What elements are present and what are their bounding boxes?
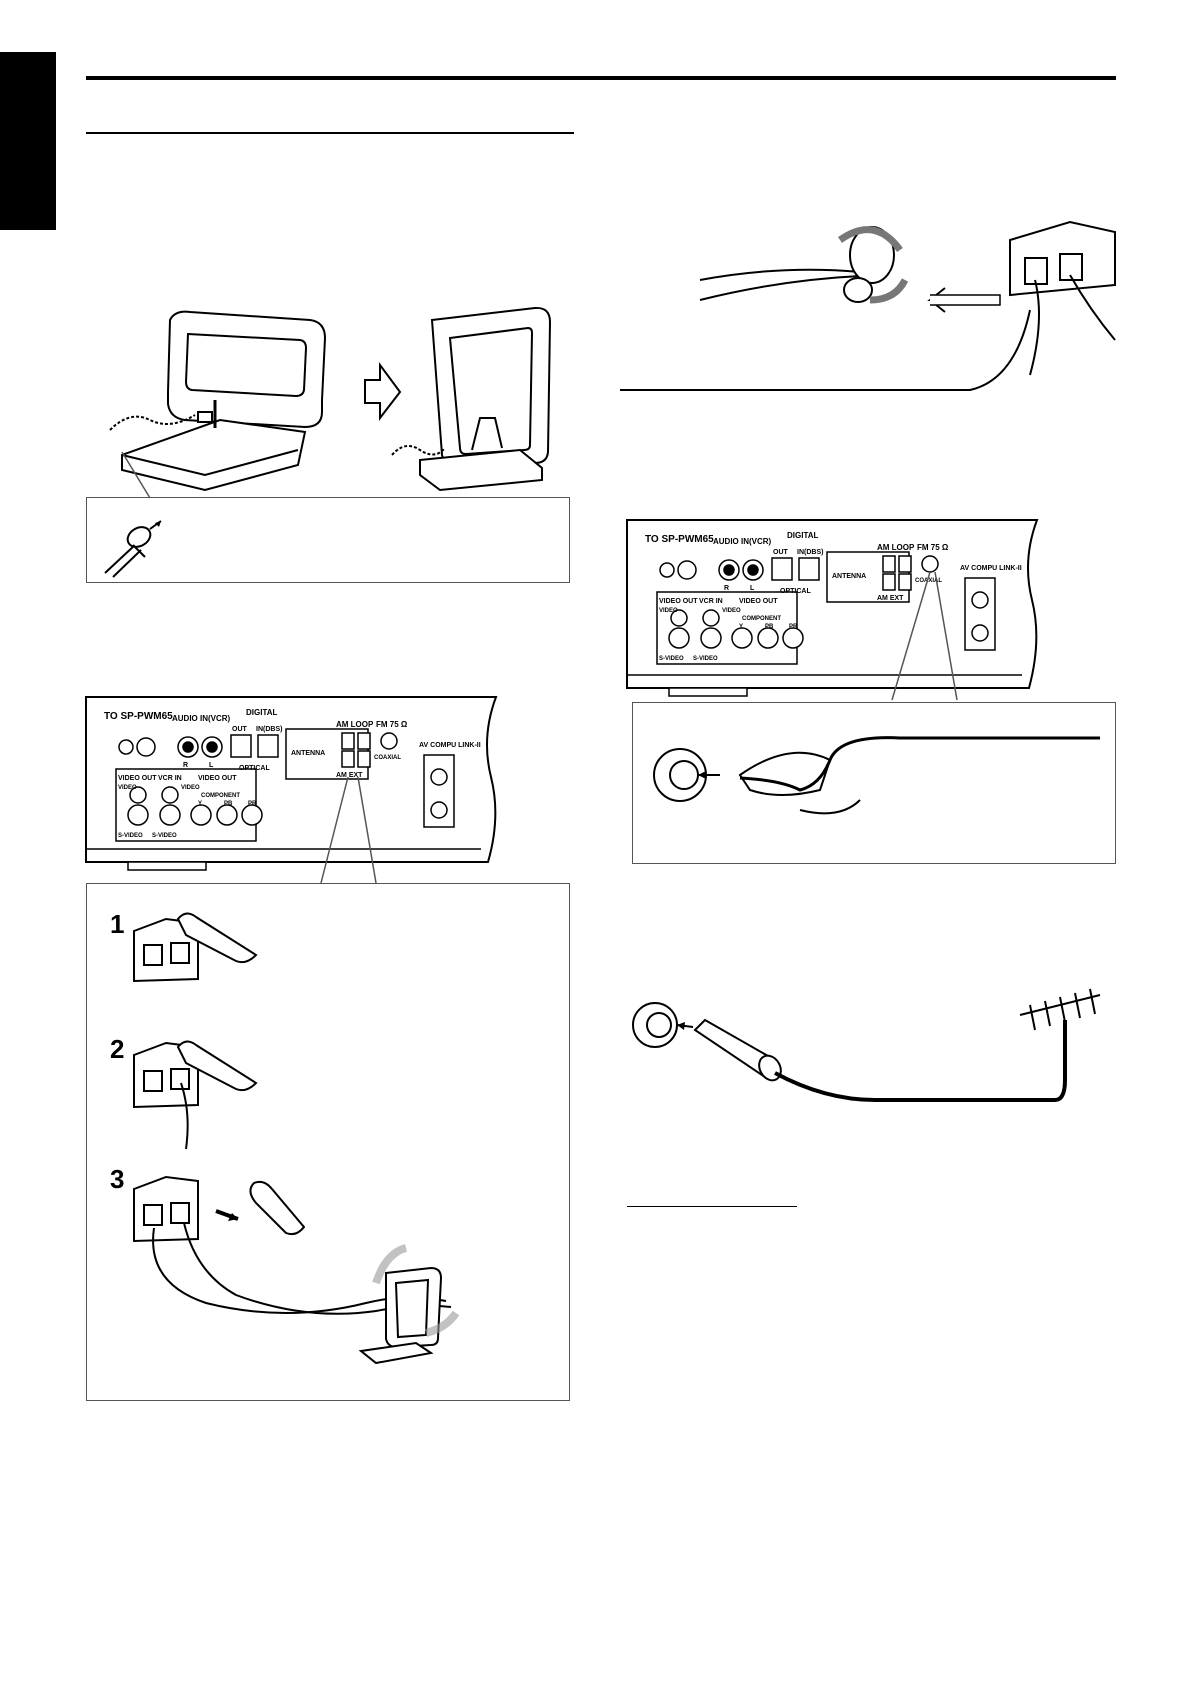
label-y: Y bbox=[198, 801, 202, 807]
label-coaxial: COAXIAL bbox=[374, 755, 401, 761]
label-video: VIDEO bbox=[118, 785, 137, 791]
label-video-out: VIDEO OUT bbox=[118, 775, 157, 782]
label-to-sp-r: TO SP-PWM65 bbox=[645, 534, 714, 545]
label-av-compu-r: AV COMPU LINK-II bbox=[960, 565, 1022, 572]
label-l: L bbox=[209, 762, 214, 769]
label-to-sp: TO SP-PWM65 bbox=[104, 711, 173, 722]
label-audio-in-r: AUDIO IN(VCR) bbox=[713, 537, 772, 546]
label-am-ext: AM EXT bbox=[336, 772, 363, 779]
label-l-r: L bbox=[750, 585, 755, 592]
label-optical: OPTICAL bbox=[239, 765, 270, 772]
step-1-number: 1 bbox=[110, 909, 124, 939]
label-digital: DIGITAL bbox=[246, 708, 278, 717]
label-coaxial-r: COAXIAL bbox=[915, 578, 942, 584]
label-video-out-2-r: VIDEO OUT bbox=[739, 598, 778, 605]
notes-rule bbox=[627, 1206, 797, 1207]
outdoor-antenna-illustration bbox=[632, 988, 1101, 1102]
label-r: R bbox=[183, 762, 188, 769]
label-s-video-2: S-VIDEO bbox=[152, 833, 177, 839]
label-in-dbs: IN(DBS) bbox=[256, 726, 282, 733]
section-rule bbox=[86, 132, 574, 134]
fm-plug-inset-box bbox=[632, 702, 1116, 864]
label-av-compu: AV COMPU LINK-II bbox=[419, 742, 481, 749]
connector-plug-illustration bbox=[104, 520, 162, 578]
label-am-loop-r: AM LOOP bbox=[877, 543, 915, 552]
label-digital-r: DIGITAL bbox=[787, 531, 819, 540]
label-r-r: R bbox=[724, 585, 729, 592]
label-antenna-r: ANTENNA bbox=[832, 573, 866, 580]
label-video-out-r: VIDEO OUT bbox=[659, 598, 698, 605]
label-out: OUT bbox=[232, 726, 248, 733]
label-out-r: OUT bbox=[773, 549, 789, 556]
label-optical-r: OPTICAL bbox=[780, 588, 811, 595]
label-am-loop: AM LOOP bbox=[336, 720, 374, 729]
label-s-video: S-VIDEO bbox=[118, 833, 143, 839]
label-audio-in: AUDIO IN(VCR) bbox=[172, 714, 231, 723]
am-loop-assembly-illustration bbox=[109, 306, 552, 492]
label-video-out-2: VIDEO OUT bbox=[198, 775, 237, 782]
label-fm-r: FM 75 Ω bbox=[917, 543, 949, 552]
label-pb: PB bbox=[224, 801, 233, 807]
label-component: COMPONENT bbox=[201, 793, 240, 799]
label-s-video-2-r: S-VIDEO bbox=[693, 656, 718, 662]
label-antenna: ANTENNA bbox=[291, 750, 325, 757]
step-2-number: 2 bbox=[110, 1034, 124, 1064]
label-video-2-r: VIDEO bbox=[722, 608, 741, 614]
label-in-dbs-r: IN(DBS) bbox=[797, 549, 823, 556]
label-s-video-r: S-VIDEO bbox=[659, 656, 684, 662]
fm-plug-illustration bbox=[653, 736, 1100, 815]
label-component-r: COMPONENT bbox=[742, 616, 781, 622]
label-vcr-in-r: VCR IN bbox=[699, 598, 723, 605]
page-header-rule bbox=[86, 76, 1116, 80]
label-vcr-in: VCR IN bbox=[158, 775, 182, 782]
label-video-r: VIDEO bbox=[659, 608, 678, 614]
am-steps-illustration: 1 2 3 bbox=[110, 909, 460, 1365]
connector-inset-box bbox=[86, 497, 570, 583]
fm-wire-illustration bbox=[620, 220, 1116, 391]
label-pb-r: PB bbox=[765, 624, 774, 630]
label-fm: FM 75 Ω bbox=[376, 720, 408, 729]
label-am-ext-r: AM EXT bbox=[877, 595, 904, 602]
language-tab bbox=[0, 52, 56, 230]
label-y-r: Y bbox=[739, 624, 743, 630]
label-video-2: VIDEO bbox=[181, 785, 200, 791]
rear-panel-left: TO SP-PWM65 AUDIO IN(VCR) R L DIGITAL OU… bbox=[85, 696, 498, 884]
rear-panel-right: TO SP-PWM65 AUDIO IN(VCR) R L DIGITAL OU… bbox=[626, 519, 1039, 701]
label-pr: PR bbox=[248, 801, 257, 807]
inset-pointer-line bbox=[121, 451, 151, 499]
label-pr-r: PR bbox=[789, 624, 798, 630]
step-3-number: 3 bbox=[110, 1164, 124, 1194]
